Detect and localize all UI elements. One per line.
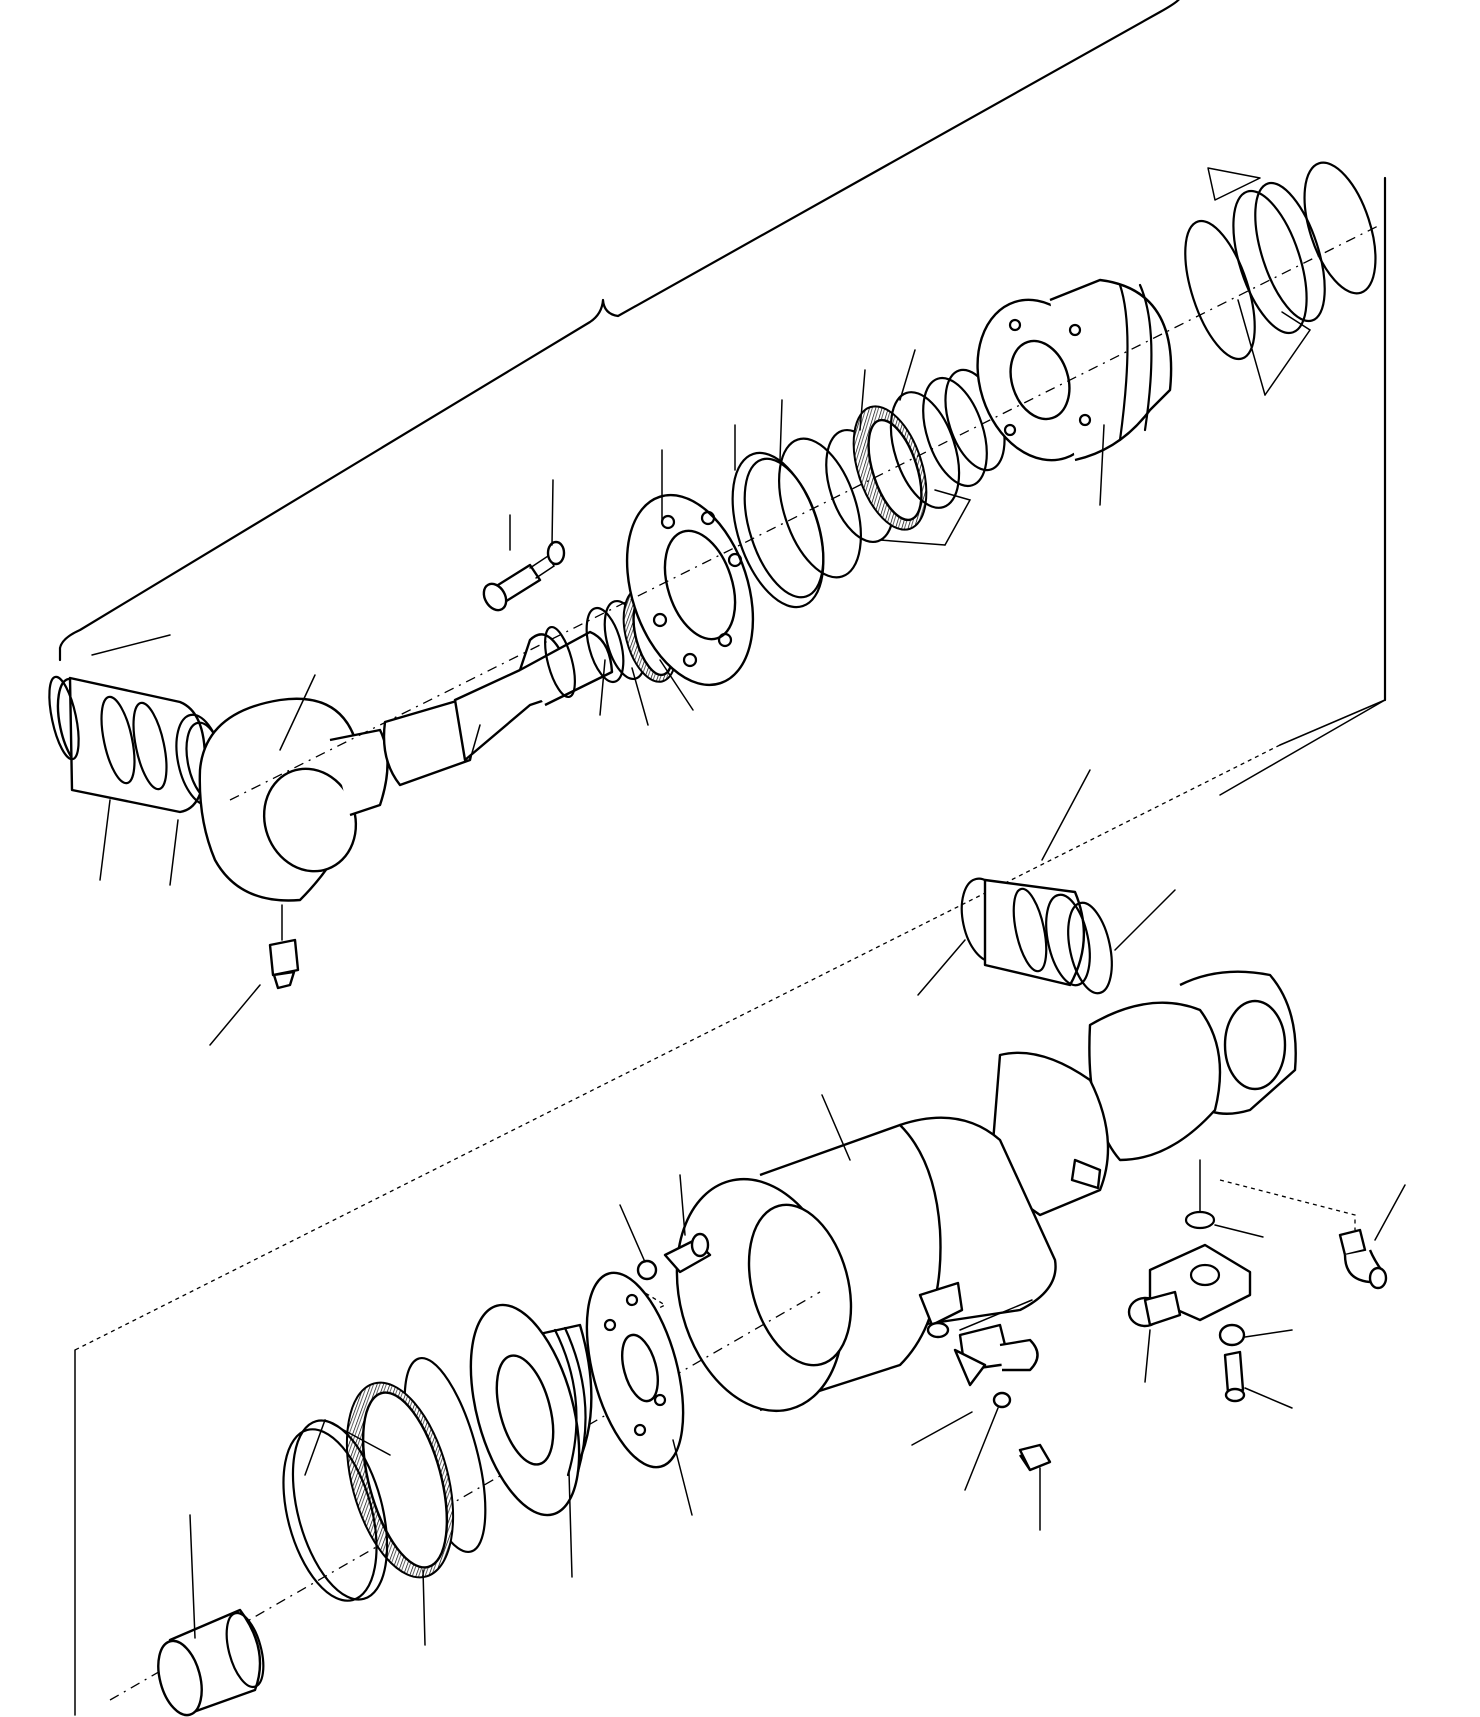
base-eye-bushing (960, 877, 1113, 995)
gland-o-rings (731, 437, 862, 609)
side-port-screw (992, 1391, 1052, 1472)
rod-eye-bushing (48, 675, 207, 814)
piston-nut (157, 1608, 265, 1717)
grease-nipple-upper (268, 904, 300, 990)
gland-flange (625, 493, 755, 687)
piston-rod (382, 625, 614, 787)
port-block (1127, 1159, 1252, 1328)
port-block-washer-screw (1218, 1323, 1246, 1403)
upper-frame (74, 176, 1387, 1351)
gland-screw (482, 540, 566, 612)
piston-body (469, 1303, 593, 1517)
base-eye (1088, 970, 1297, 1162)
tube-cap-screw (604, 1232, 712, 1336)
seal-set-brackets (304, 167, 1312, 1476)
elbow-fitting (1219, 1179, 1388, 1290)
rod-eye (198, 697, 389, 902)
piston-flange (585, 1271, 685, 1469)
lower-frame (74, 699, 1386, 1716)
rod-guide-rings (1184, 161, 1377, 361)
leader-lines (91, 349, 1406, 1646)
assembly-brace (58, 0, 1180, 662)
upper-centre-line (229, 224, 1381, 801)
piston-seal-rings-lower (282, 1356, 487, 1602)
side-port-fitting (926, 1321, 1039, 1387)
rod-guide (976, 278, 1173, 462)
cylinder-tube (675, 1116, 1102, 1413)
